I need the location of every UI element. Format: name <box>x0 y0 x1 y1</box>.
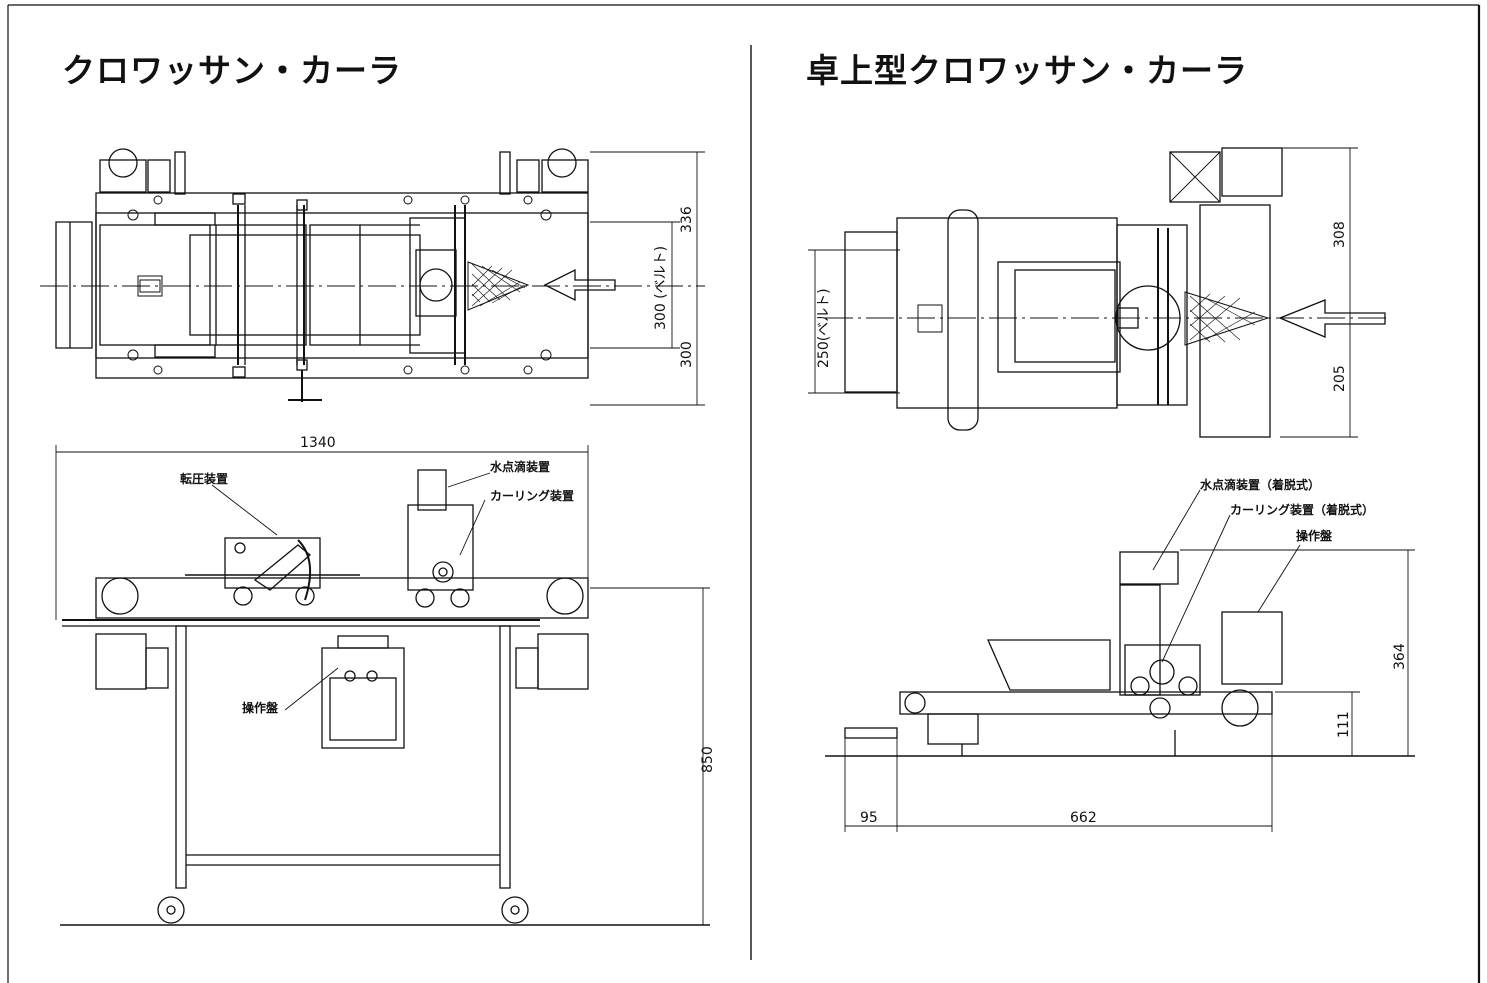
dim-205: 205 <box>1332 365 1348 392</box>
left-title: クロワッサン・カーラ <box>62 51 402 90</box>
dim-364: 364 <box>1392 643 1408 670</box>
label-control-panel-right: 操作盤 <box>1296 528 1333 543</box>
label-curling-detachable: カーリング装置（着脱式） <box>1230 502 1374 517</box>
label-water-drip-device: 水点滴装置 <box>490 459 550 474</box>
right-title: 卓上型クロワッサン・カーラ <box>806 51 1248 90</box>
dim-250-belt: 250(ベルト) <box>816 288 832 368</box>
left-side-view <box>55 445 710 926</box>
left-top-view <box>40 148 705 406</box>
right-side-view <box>825 489 1415 832</box>
right-top-view <box>808 147 1390 438</box>
dim-111: 111 <box>1336 711 1352 738</box>
dim-336: 336 <box>679 206 695 233</box>
dim-300: 300 <box>679 341 695 368</box>
dim-95: 95 <box>860 810 878 826</box>
label-curling-device: カーリング装置 <box>490 488 574 503</box>
dim-850: 850 <box>700 746 716 773</box>
label-control-panel: 操作盤 <box>242 700 279 715</box>
label-water-drip-detachable: 水点滴装置（着脱式） <box>1200 477 1320 492</box>
dim-308: 308 <box>1332 221 1348 248</box>
label-rolling-device: 転圧装置 <box>180 471 228 486</box>
dim-belt-300: 300 (ベルト) <box>653 246 669 330</box>
sheet-frame <box>7 4 1481 983</box>
dim-662: 662 <box>1070 810 1097 826</box>
dim-1340: 1340 <box>300 435 336 451</box>
